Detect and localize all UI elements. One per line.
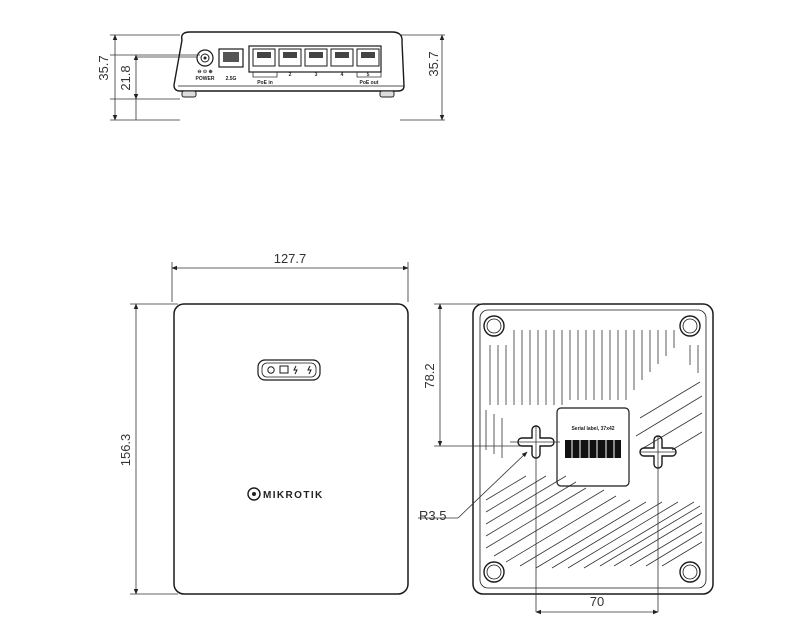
dim-label-body-height: 21.8 [118,65,133,90]
dim-leader-radius [457,451,528,519]
port-label-4: 4 [341,72,344,78]
foot-corner [679,561,701,583]
dim-label-width: 127.7 [274,251,307,266]
port-label-2: 2 [289,72,292,78]
top-view: 127.7 156.3 MIKROTIK [118,251,409,595]
poe-in-led-icon [293,365,298,375]
sfp-led-icon [279,365,289,374]
ethernet-port [356,48,380,67]
ethernet-port [278,48,302,67]
foot-right [379,90,395,98]
ethernet-ports [252,48,380,67]
vent-slots-vertical [489,330,699,405]
serial-label-area [556,407,630,487]
power-led-icon [267,366,275,374]
dim-label-right-height: 35.7 [426,51,441,76]
foot-left [181,90,197,98]
foot-corner [679,315,701,337]
front-view: 35.7 21.8 35.7 ⊖ ⊙ ⊕ POWER 2.5G [96,31,445,121]
sfp-label: 2.5G [226,76,237,82]
sfp-port [218,48,244,68]
poe-out-led-icon [307,365,312,375]
foot-corner [483,315,505,337]
serial-label-text: Serial label, 37x42 [571,426,614,432]
serial-barcode [565,440,621,458]
dim-label-radius: R3.5 [419,508,446,523]
dim-label-height: 156.3 [118,434,133,467]
device-top-body [173,303,409,595]
mount-hole-left [510,425,560,612]
foot-corner [483,561,505,583]
mount-hole-right [639,435,677,612]
mikrotik-logo: MIKROTIK [247,487,324,501]
vent-slots-diagonal [485,381,703,569]
led-window [257,359,321,381]
dim-label-total-height: 35.7 [96,55,111,80]
device-bottom-body [472,303,714,595]
ethernet-port [304,48,328,67]
ethernet-port [252,48,276,67]
port-label-3: 3 [315,72,318,78]
brand-text: MIKROTIK [263,490,324,501]
svg-text:⊖ ⊙ ⊕: ⊖ ⊙ ⊕ [197,69,212,75]
power-label: POWER [196,76,215,82]
ethernet-port-bank [248,45,382,73]
sfp-port-inner [223,52,239,62]
port-label-poe-in: PoE in [257,80,273,86]
dim-label-hole-height: 78.2 [422,363,437,388]
dim-label-hole-spacing: 70 [590,594,604,609]
ethernet-port [330,48,354,67]
bottom-view: Serial label, 37x42 78.2 70 R3.5 [418,303,714,615]
port-label-5: 5 [367,72,370,78]
port-label-poe-out: PoE out [360,80,379,86]
power-jack [196,49,214,67]
